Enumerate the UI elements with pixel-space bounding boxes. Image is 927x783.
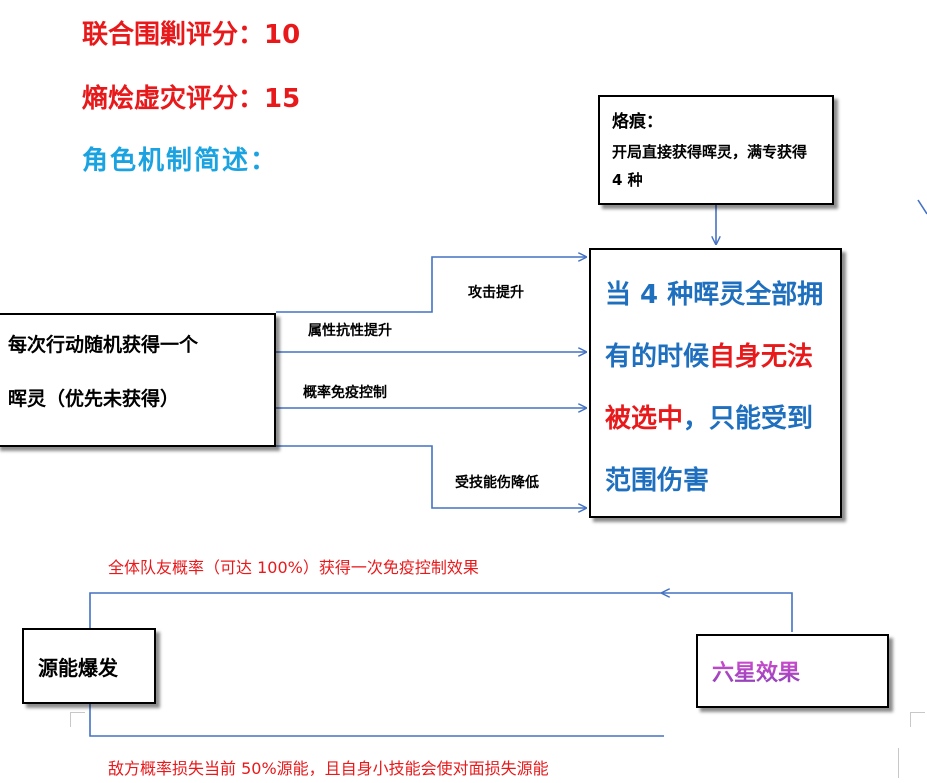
- six-star-label: 六星效果: [712, 655, 800, 687]
- joint-raid-score: 联合围剿评分：10: [82, 20, 301, 50]
- six-star-enemy-note: 敌方概率损失当前 50%源能，且自身小技能会使对面损失源能: [108, 759, 549, 778]
- trait-title: 烙痕：: [612, 112, 663, 132]
- result-text-highlight: 自身无法被选中: [605, 342, 814, 434]
- connector-attack-up: [276, 257, 586, 313]
- burst-label: 源能爆发: [38, 655, 118, 680]
- connector-bottom: [89, 703, 664, 737]
- branch-label-resistance-up: 属性抗性提升: [308, 323, 392, 339]
- blaze-void-score: 熵烩虚灾评分：15: [82, 84, 301, 114]
- connector-six-star-top: [662, 593, 793, 632]
- page-corner-mark-left: [70, 712, 85, 727]
- branch-label-immune-control: 概率免疫控制: [303, 385, 387, 401]
- trait-box: 烙痕： 开局直接获得晖灵，满专获得 4 种: [598, 95, 834, 205]
- six-star-team-note: 全体队友概率（可达 100%）获得一次免疫控制效果: [108, 558, 479, 577]
- result-box: 当 4 种晖灵全部拥有的时候自身无法被选中，只能受到范围伤害: [589, 248, 842, 518]
- action-line-2: 晖灵（优先未获得）: [8, 388, 180, 410]
- page-corner-mark-right: [910, 712, 925, 727]
- action-box: 每次行动随机获得一个 晖灵（优先未获得）: [0, 313, 276, 447]
- mechanic-intro-heading: 角色机制简述：: [82, 146, 279, 176]
- burst-box: 源能爆发: [22, 628, 156, 704]
- result-text-part-1: 当 4 种晖灵全部拥有的时候: [605, 280, 824, 372]
- connector-damage-reduction: [276, 445, 586, 508]
- six-star-box: 六星效果: [696, 634, 889, 708]
- branch-label-attack-up: 攻击提升: [468, 285, 524, 301]
- result-text-part-3: ，只能受到范围伤害: [605, 404, 814, 496]
- page-corner-mark-bottom: [898, 748, 900, 778]
- branch-label-damage-reduction: 受技能伤降低: [455, 475, 539, 491]
- action-line-1: 每次行动随机获得一个: [8, 334, 199, 356]
- connector-edge-fragment: [917, 199, 927, 215]
- trait-text: 开局直接获得晖灵，满专获得 4 种: [612, 143, 808, 189]
- connector-six-star-top-tail: [89, 592, 662, 628]
- result-text: 当 4 种晖灵全部拥有的时候自身无法被选中，只能受到范围伤害: [605, 264, 826, 512]
